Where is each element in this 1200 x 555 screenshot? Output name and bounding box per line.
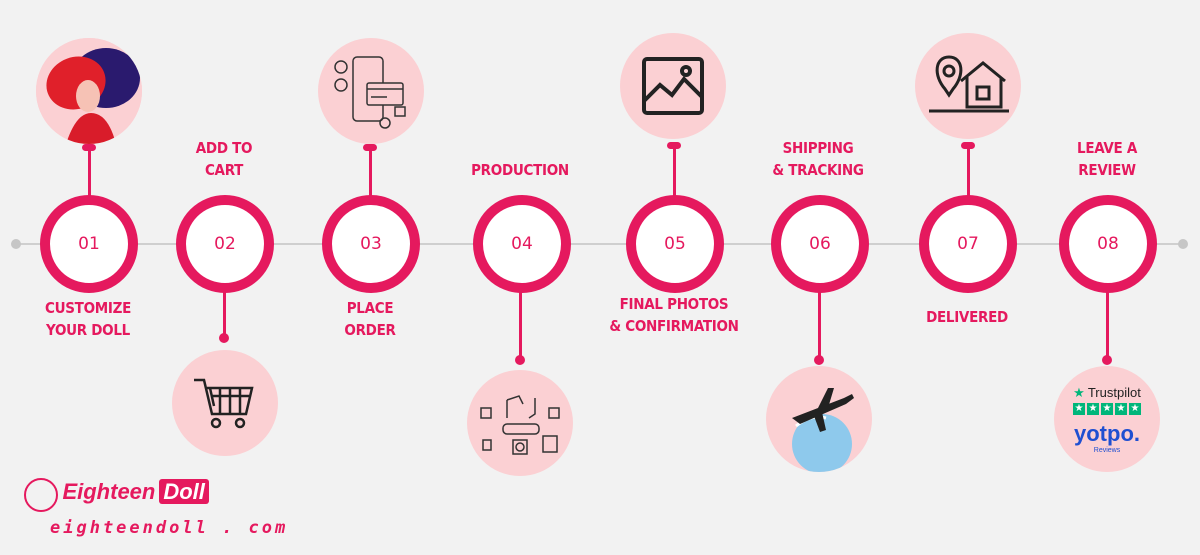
step-03-label: PLACE ORDER — [344, 297, 395, 341]
step-03-number: 03 — [360, 234, 382, 254]
step-02-number: 02 — [214, 234, 236, 254]
step-05-label-line2: & CONFIRMATION — [609, 317, 739, 335]
step-03-connector-knob — [363, 144, 377, 151]
step-06-icon-circle — [766, 366, 872, 472]
step-05-label-line1: FINAL PHOTOS — [619, 295, 729, 313]
step-03-connector — [369, 148, 372, 200]
step-08-node: 08 — [1059, 195, 1157, 293]
step-07-connector — [967, 146, 970, 200]
step-07-number: 07 — [957, 234, 979, 254]
step-06-connector-knob — [814, 355, 824, 365]
photo-icon — [642, 57, 704, 115]
step-08-label: LEAVE A REVIEW — [1077, 137, 1137, 181]
step-05-number: 05 — [664, 234, 686, 254]
step-04-connector-knob — [515, 355, 525, 365]
step-06-connector — [818, 290, 821, 360]
step-02-label: ADD TO CART — [195, 137, 253, 181]
step-01-number: 01 — [78, 234, 100, 254]
timeline-end-dot — [1178, 239, 1188, 249]
step-01-connector-knob — [82, 144, 96, 151]
step-01-label-line1: CUSTOMIZE — [44, 299, 132, 317]
shopping-cart-icon — [194, 378, 254, 429]
timeline-start-dot — [11, 239, 21, 249]
step-01-node: 01 — [40, 195, 138, 293]
yotpo-reviews-label: Reviews — [1093, 446, 1121, 454]
review-badges-icon: ★Trustpilot ★★★★★ yotpo. Reviews — [1054, 366, 1160, 472]
step-02-icon-circle — [172, 350, 278, 456]
step-08-connector-knob — [1102, 355, 1112, 365]
trustpilot-stars: ★★★★★ — [1073, 402, 1141, 415]
step-08-number: 08 — [1097, 234, 1119, 254]
step-01-label: CUSTOMIZE YOUR DOLL — [45, 297, 131, 341]
step-02-connector-knob — [219, 333, 229, 343]
step-08-label-line1: LEAVE A — [1077, 139, 1137, 157]
step-04-node: 04 — [473, 195, 571, 293]
step-06-number: 06 — [809, 234, 831, 254]
step-04-icon-circle — [467, 370, 573, 476]
step-03-node: 03 — [322, 195, 420, 293]
step-03-label-line1: PLACE — [346, 299, 394, 317]
step-07-connector-knob — [961, 142, 975, 149]
doll-face-logo-icon — [24, 478, 58, 512]
step-01-connector — [88, 148, 91, 200]
step-01-icon-circle — [36, 38, 142, 144]
step-03-label-line2: ORDER — [344, 321, 396, 339]
trustpilot-badge: ★Trustpilot — [1073, 385, 1141, 401]
step-05-icon-circle — [620, 33, 726, 139]
step-01-label-line2: YOUR DOLL — [46, 321, 130, 339]
step-08-connector — [1106, 290, 1109, 360]
step-07-label-line1: DELIVERED — [926, 308, 1008, 326]
step-02-label-line1: ADD TO — [195, 139, 253, 157]
step-04-label: PRODUCTION — [471, 159, 569, 181]
phone-payment-icon — [334, 56, 406, 129]
step-07-node: 07 — [919, 195, 1017, 293]
step-06-label: SHIPPING & TRACKING — [772, 137, 864, 181]
step-05-label: FINAL PHOTOS & CONFIRMATION — [609, 293, 739, 337]
step-05-node: 05 — [626, 195, 724, 293]
step-07-label: DELIVERED — [926, 306, 1008, 328]
step-06-node: 06 — [771, 195, 869, 293]
step-04-connector — [519, 290, 522, 360]
step-08-label-line2: REVIEW — [1078, 161, 1136, 179]
trustpilot-label: Trustpilot — [1087, 385, 1141, 400]
step-07-icon-circle — [915, 33, 1021, 139]
step-02-connector — [223, 290, 226, 340]
trustpilot-star-icon: ★ — [1073, 384, 1085, 400]
step-02-label-line2: CART — [204, 161, 244, 179]
step-06-label-line1: SHIPPING — [782, 139, 854, 157]
brand-name-part1: Eighteen — [62, 479, 156, 505]
step-02-node: 02 — [176, 195, 274, 293]
house-location-icon — [929, 55, 1009, 113]
step-04-label-line1: PRODUCTION — [471, 161, 569, 179]
step-06-label-line2: & TRACKING — [772, 161, 864, 179]
airplane-globe-icon — [792, 388, 854, 472]
step-05-connector-knob — [667, 142, 681, 149]
brand-url: eighteendoll . com — [50, 518, 289, 538]
brand-name-part2: Doll — [159, 479, 209, 505]
factory-production-icon — [480, 395, 560, 455]
doll-portrait-icon — [36, 38, 142, 144]
step-05-connector — [673, 146, 676, 200]
step-03-icon-circle — [318, 38, 424, 144]
step-04-number: 04 — [511, 234, 533, 254]
timeline-line — [16, 243, 1184, 245]
yotpo-logo: yotpo. — [1074, 420, 1140, 446]
